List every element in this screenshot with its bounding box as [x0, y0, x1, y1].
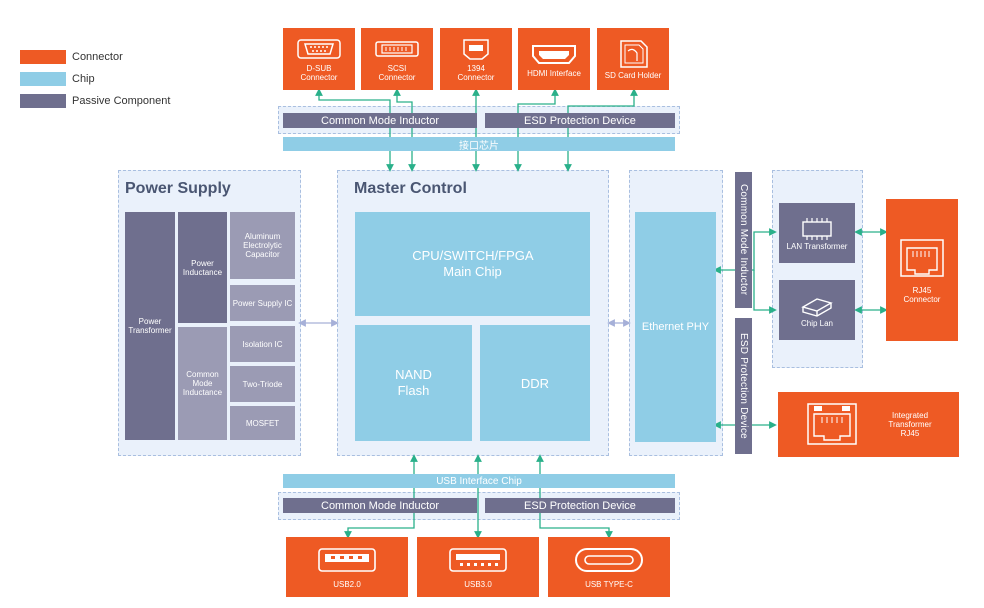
lan-transformer-icon: [802, 217, 832, 240]
sd-card-icon: [620, 39, 648, 68]
legend-label: Chip: [72, 73, 95, 85]
rj45-connector-icon: [900, 239, 944, 277]
power-transformer[interactable]: Power Transformer: [125, 212, 175, 440]
top-common-mode-inductor[interactable]: Common Mode Inductor: [283, 113, 477, 128]
legend-item-passive: Passive Component: [20, 94, 170, 108]
integrated-rj45-icon: [807, 403, 857, 445]
hdmi-connector[interactable]: HDMI Interface: [518, 28, 590, 90]
top-esd-protection-device[interactable]: ESD Protection Device: [485, 113, 675, 128]
chip-lan-label: Chip Lan: [800, 318, 834, 328]
usb-interface-chip-bar[interactable]: USB Interface Chip: [283, 474, 675, 488]
usb3-connector[interactable]: USB3.0: [417, 537, 539, 597]
interface-chip-bar[interactable]: 接口芯片: [283, 137, 675, 152]
common-mode-inductance[interactable]: Common Mode Inductance: [178, 327, 227, 440]
firewire-connector[interactable]: 1394 Connector: [440, 28, 512, 90]
nand-flash[interactable]: NAND Flash: [355, 325, 472, 441]
cpu-switch-fpga-main-chip[interactable]: CPU/SWITCH/FPGA Main Chip: [355, 212, 590, 316]
usb2-connector[interactable]: USB2.0: [286, 537, 408, 597]
connector-label: D-SUB Connector: [300, 64, 338, 82]
sd-card-holder[interactable]: SD Card Holder: [597, 28, 669, 90]
legend-swatch-chip: [20, 72, 66, 86]
usb-typec-connector-icon: [575, 547, 643, 572]
eth-common-mode-inductor-label: Common Mode Inductor: [738, 184, 749, 296]
legend-swatch-passive: [20, 94, 66, 108]
usb3-connector-icon: [449, 547, 507, 572]
legend-item-connector: Connector: [20, 50, 123, 64]
connector-label: SD Card Holder: [604, 70, 662, 80]
chip-lan-icon: [801, 297, 833, 317]
usb-typec-label: USB TYPE-C: [585, 579, 633, 589]
master-control-title: Master Control: [354, 180, 467, 197]
eth-common-mode-inductor[interactable]: Common Mode Inductor: [735, 172, 752, 308]
legend-label: Passive Component: [72, 95, 171, 107]
bottom-common-mode-inductor[interactable]: Common Mode Inductor: [283, 498, 477, 513]
usb-typec-connector[interactable]: USB TYPE-C: [548, 537, 670, 597]
legend-label: Connector: [72, 51, 123, 63]
rj45-connector[interactable]: RJ45 Connector: [886, 199, 958, 341]
aluminum-electrolytic-capacitor[interactable]: Aluminum Electrolytic Capacitor: [230, 212, 295, 279]
power-supply-title: Power Supply: [125, 180, 231, 197]
usb3-label: USB3.0: [464, 579, 492, 589]
lan-transformer[interactable]: LAN Transformer: [779, 203, 855, 263]
firewire-connector-icon: [463, 39, 489, 60]
scsi-connector-icon: [375, 41, 419, 57]
connector-label: HDMI Interface: [527, 68, 581, 78]
rj45-connector-label: RJ45 Connector: [903, 286, 941, 304]
eth-esd-protection-label: ESD Protection Device: [738, 333, 749, 439]
two-triode[interactable]: Two-Triode: [230, 366, 295, 402]
isolation-ic[interactable]: Isolation IC: [230, 326, 295, 362]
chip-lan[interactable]: Chip Lan: [779, 280, 855, 340]
dsub-connector-icon: [297, 39, 341, 59]
mosfet[interactable]: MOSFET: [230, 406, 295, 440]
connector-label: 1394 Connector: [457, 64, 495, 82]
integrated-rj45-label: Integrated Transformer RJ45: [888, 410, 932, 438]
bottom-esd-protection-device[interactable]: ESD Protection Device: [485, 498, 675, 513]
connector-label: SCSI Connector: [378, 64, 416, 82]
usb2-connector-icon: [318, 547, 376, 572]
integrated-transformer-rj45[interactable]: Integrated Transformer RJ45: [778, 392, 959, 457]
legend-item-chip: Chip: [20, 72, 95, 86]
lan-transformer-label: LAN Transformer: [786, 241, 848, 251]
ethernet-phy[interactable]: Ethernet PHY: [635, 212, 716, 442]
hdmi-connector-icon: [532, 44, 576, 64]
legend: Connector Chip Passive Component: [20, 50, 200, 112]
power-inductance[interactable]: Power Inductance: [178, 212, 227, 323]
eth-esd-protection-device[interactable]: ESD Protection Device: [735, 318, 752, 454]
dsub-connector[interactable]: D-SUB Connector: [283, 28, 355, 90]
legend-swatch-connector: [20, 50, 66, 64]
usb2-label: USB2.0: [333, 579, 361, 589]
scsi-connector[interactable]: SCSI Connector: [361, 28, 433, 90]
ddr[interactable]: DDR: [480, 325, 590, 441]
power-supply-ic[interactable]: Power Supply IC: [230, 285, 295, 321]
